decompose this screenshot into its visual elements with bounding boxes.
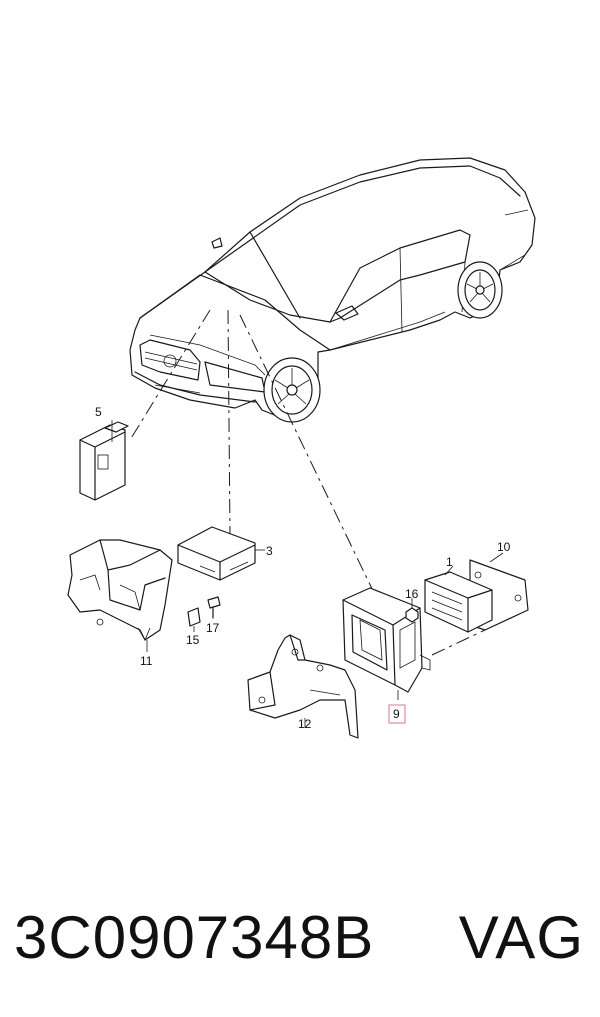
callout-17: 17 [206,621,220,635]
callout-10: 10 [497,540,511,554]
callout-15: 15 [186,633,200,647]
parts-diagram: 5 3 1 10 16 17 15 11 12 9 [67,157,536,739]
callout-3: 3 [266,544,273,558]
part-17-bolt [207,596,221,619]
callout-9-highlight-box [388,704,406,724]
callout-16: 16 [405,587,419,601]
part-number-label: 3C0907348B [14,904,375,971]
part-9-carrier-frame [342,587,486,700]
callout-11: 11 [140,654,153,668]
part-15-clip [187,607,201,632]
part-3-control-unit [177,526,265,581]
callout-5: 5 [95,405,102,419]
callout-9: 9 [393,707,400,721]
part-1-module [424,571,493,633]
part-5-module [79,420,129,501]
leader-lines [129,309,376,596]
callout-1: 1 [446,555,453,569]
part-11-bracket [67,539,173,652]
callouts: 5 3 1 10 16 17 15 11 12 9 [95,405,511,731]
callout-12: 12 [298,717,312,731]
brand-label: VAG [458,904,584,971]
car-illustration [129,157,536,423]
part-16-nut [405,598,419,623]
part-12-mounting-bracket [247,634,359,739]
footer: 3C0907348B VAG [0,888,600,988]
